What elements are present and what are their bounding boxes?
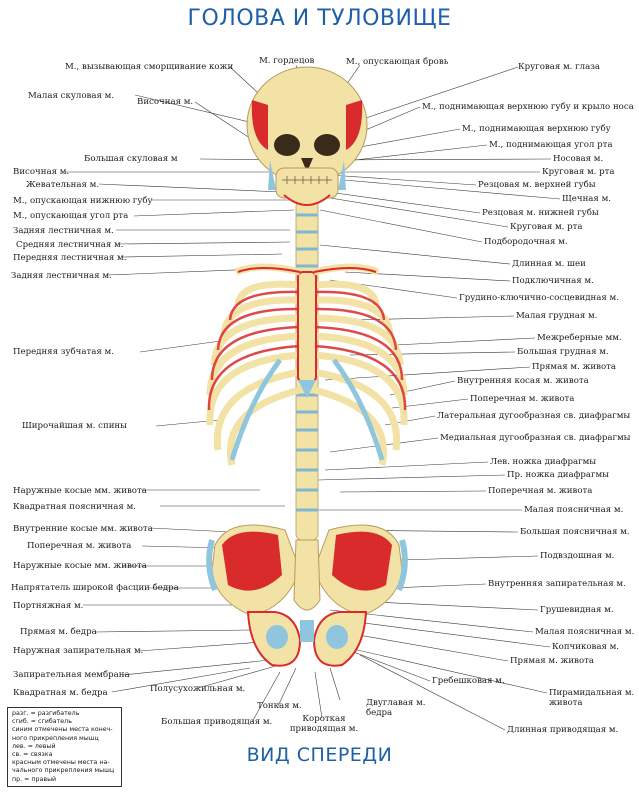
legend-line: сгиб. = сгибатель: [12, 718, 72, 726]
label-psoas-major: Большая поясничная м.: [520, 527, 630, 537]
label-intercostals: Межреберные мм.: [537, 333, 622, 343]
label-quadratus-femoris: Квадратная м. бедра: [13, 688, 108, 698]
label-temporalis-1: Височная м.: [137, 97, 194, 107]
label-psoas-minor-2: Малая поясничная м.: [535, 627, 635, 637]
ribcage: [206, 263, 408, 466]
label-mentalis: Подбородочная м.: [484, 237, 568, 247]
label-temporalis-2: Височная м.: [13, 167, 70, 177]
label-obturator-externus: Наружная запирательная м.: [13, 646, 144, 656]
label-internal-oblique: Внутренняя косая м. живота: [457, 376, 589, 386]
label-psoas-minor-1: Малая поясничная м.: [524, 505, 624, 515]
label-levator-labii-alaeque: М., поднимающая верхнюю губу и крыло нос…: [422, 102, 634, 112]
label-adductor-magnus: Большая приводящая м.: [161, 717, 273, 727]
label-incisivus-inferior: Резцовая м. нижней губы: [482, 208, 599, 218]
label-depressor-anguli: М., опускающая угол рта: [13, 211, 129, 221]
pelvis: [206, 524, 408, 667]
label-pectineus: Гребешковая м.: [432, 676, 505, 686]
label-semitendinosus: Полусухожильная м.: [150, 684, 246, 694]
label-latissimus-dorsi: Широчайшая м. спины: [22, 421, 127, 431]
label-corrugator: М., вызывающая сморщивание кожи: [65, 62, 234, 72]
label-medial-arcuate: Медиальная дугообразная св. диафрагмы: [440, 433, 631, 443]
label-external-obliques-1: Наружные косые мм. живота: [13, 486, 147, 496]
label-rectus-abdominis-1: Прямая м. живота: [532, 362, 617, 372]
label-orbicularis-oculi: Круговая м. глаза: [518, 62, 601, 72]
label-scalenus-posterior-1: Задняя лестничная м.: [13, 226, 114, 236]
label-quadratus-lumborum: Квадратная поясничная м.: [13, 502, 136, 512]
label-lateral-arcuate: Латеральная дугообразная св. диафрагмы: [437, 411, 631, 421]
label-adductor-brevis: Короткая приводящая м.: [289, 714, 359, 734]
label-depressor-labii: М., опускающая нижнюю губу: [13, 196, 153, 206]
label-pectoralis-minor: Малая грудная м.: [516, 311, 598, 321]
label-transversus-2: Поперечная м. живота: [470, 394, 575, 404]
label-levator-labii: М., поднимающая верхнюю губу: [462, 124, 611, 134]
label-adductor-longus: Длинная приводящая м.: [507, 725, 619, 735]
label-incisivus-superior: Резцовая м. верхней губы: [478, 180, 596, 190]
label-longus-colli: Длинная м. шеи: [512, 259, 586, 269]
label-orbicularis-oris-2: Круговая м. рта: [510, 222, 583, 232]
leader-lines: [65, 64, 561, 731]
legend-line: св. = связка: [12, 751, 53, 759]
label-zygomaticus-minor: Малая скуловая м.: [28, 91, 115, 101]
label-iliacus: Подвздошная м.: [540, 551, 615, 561]
label-transversus-1: Поперечная м. живота: [27, 541, 132, 551]
label-coccygeus: Копчиковая м.: [552, 642, 620, 652]
label-internal-obliques: Внутренние косые мм. живота: [13, 524, 153, 534]
legend-line: синим отмечены места конеч-: [12, 726, 113, 734]
legend-line: чального прикрепления мышц: [12, 767, 115, 775]
label-subclavius: Подключичная м.: [512, 276, 594, 286]
legend-box: разг. = разгибатель сгиб. = сгибатель си…: [7, 707, 122, 787]
label-zygomaticus-major: Большая скуловая м: [84, 154, 178, 164]
label-scalenus-posterior-2: Задняя лестничная м.: [11, 271, 112, 281]
legend-line: ного прикрепления мышц: [12, 734, 99, 742]
page-title: ГОЛОВА И ТУЛОВИЩЕ: [187, 6, 452, 31]
legend-line: пр. = правый: [12, 775, 57, 783]
label-orbicularis-oris-1: Круговая м. рта: [542, 167, 615, 177]
label-procerus: М. гордецов: [259, 56, 315, 66]
label-depressor-supercilii: М., опускающая бровь: [346, 57, 449, 67]
label-piriformis: Грушевидная м.: [540, 605, 614, 615]
label-biceps-femoris: Двуглавая м. бедра: [366, 698, 426, 718]
label-pyramidalis: Пирамидальная м. живота: [549, 688, 635, 708]
legend-line: разг. = разгибатель: [12, 710, 80, 717]
label-buccinator: Щечная м.: [562, 194, 611, 204]
label-scalenus-anterior: Передняя лестничная м.: [13, 253, 127, 263]
label-transversus-3: Поперечная м. живота: [488, 486, 593, 496]
legend-line: красным отмечены места на-: [12, 759, 110, 767]
label-sartorius: Портняжная м.: [13, 601, 84, 611]
label-tensor-fasciae-latae: Напрятатель широкой фасции бедра: [11, 583, 179, 593]
label-gracilis: Тонкая м.: [257, 701, 302, 711]
label-levator-anguli: М., поднимающая угол рта: [489, 140, 613, 150]
view-title: ВИД СПЕРЕДИ: [246, 744, 393, 766]
label-masseter: Жевательная м.: [26, 180, 100, 190]
label-sternocleidomastoid: Грудино-ключично-сосцевидная м.: [459, 293, 619, 303]
legend-line: лев. = левый: [12, 742, 56, 750]
label-left-crus: Лев. ножка диафрагмы: [490, 457, 597, 467]
label-obturator-membrane: Запирательная мембрана: [13, 670, 130, 680]
label-scalenus-medius: Средняя лестничная м.: [16, 240, 124, 250]
label-rectus-femoris: Прямая м. бедра: [20, 627, 97, 637]
label-rectus-abdominis-2: Прямая м. живота: [510, 656, 595, 666]
label-external-obliques-2: Наружные косые мм. живота: [13, 561, 147, 571]
label-obturator-internus: Внутренняя запирательная м.: [488, 579, 626, 589]
label-pectoralis-major: Большая грудная м.: [517, 347, 609, 357]
label-serratus-anterior: Передняя зубчатая м.: [13, 347, 114, 357]
label-right-crus: Пр. ножка диафрагмы: [507, 470, 610, 480]
label-nasalis: Носовая м.: [553, 154, 604, 164]
skull: [246, 66, 368, 206]
